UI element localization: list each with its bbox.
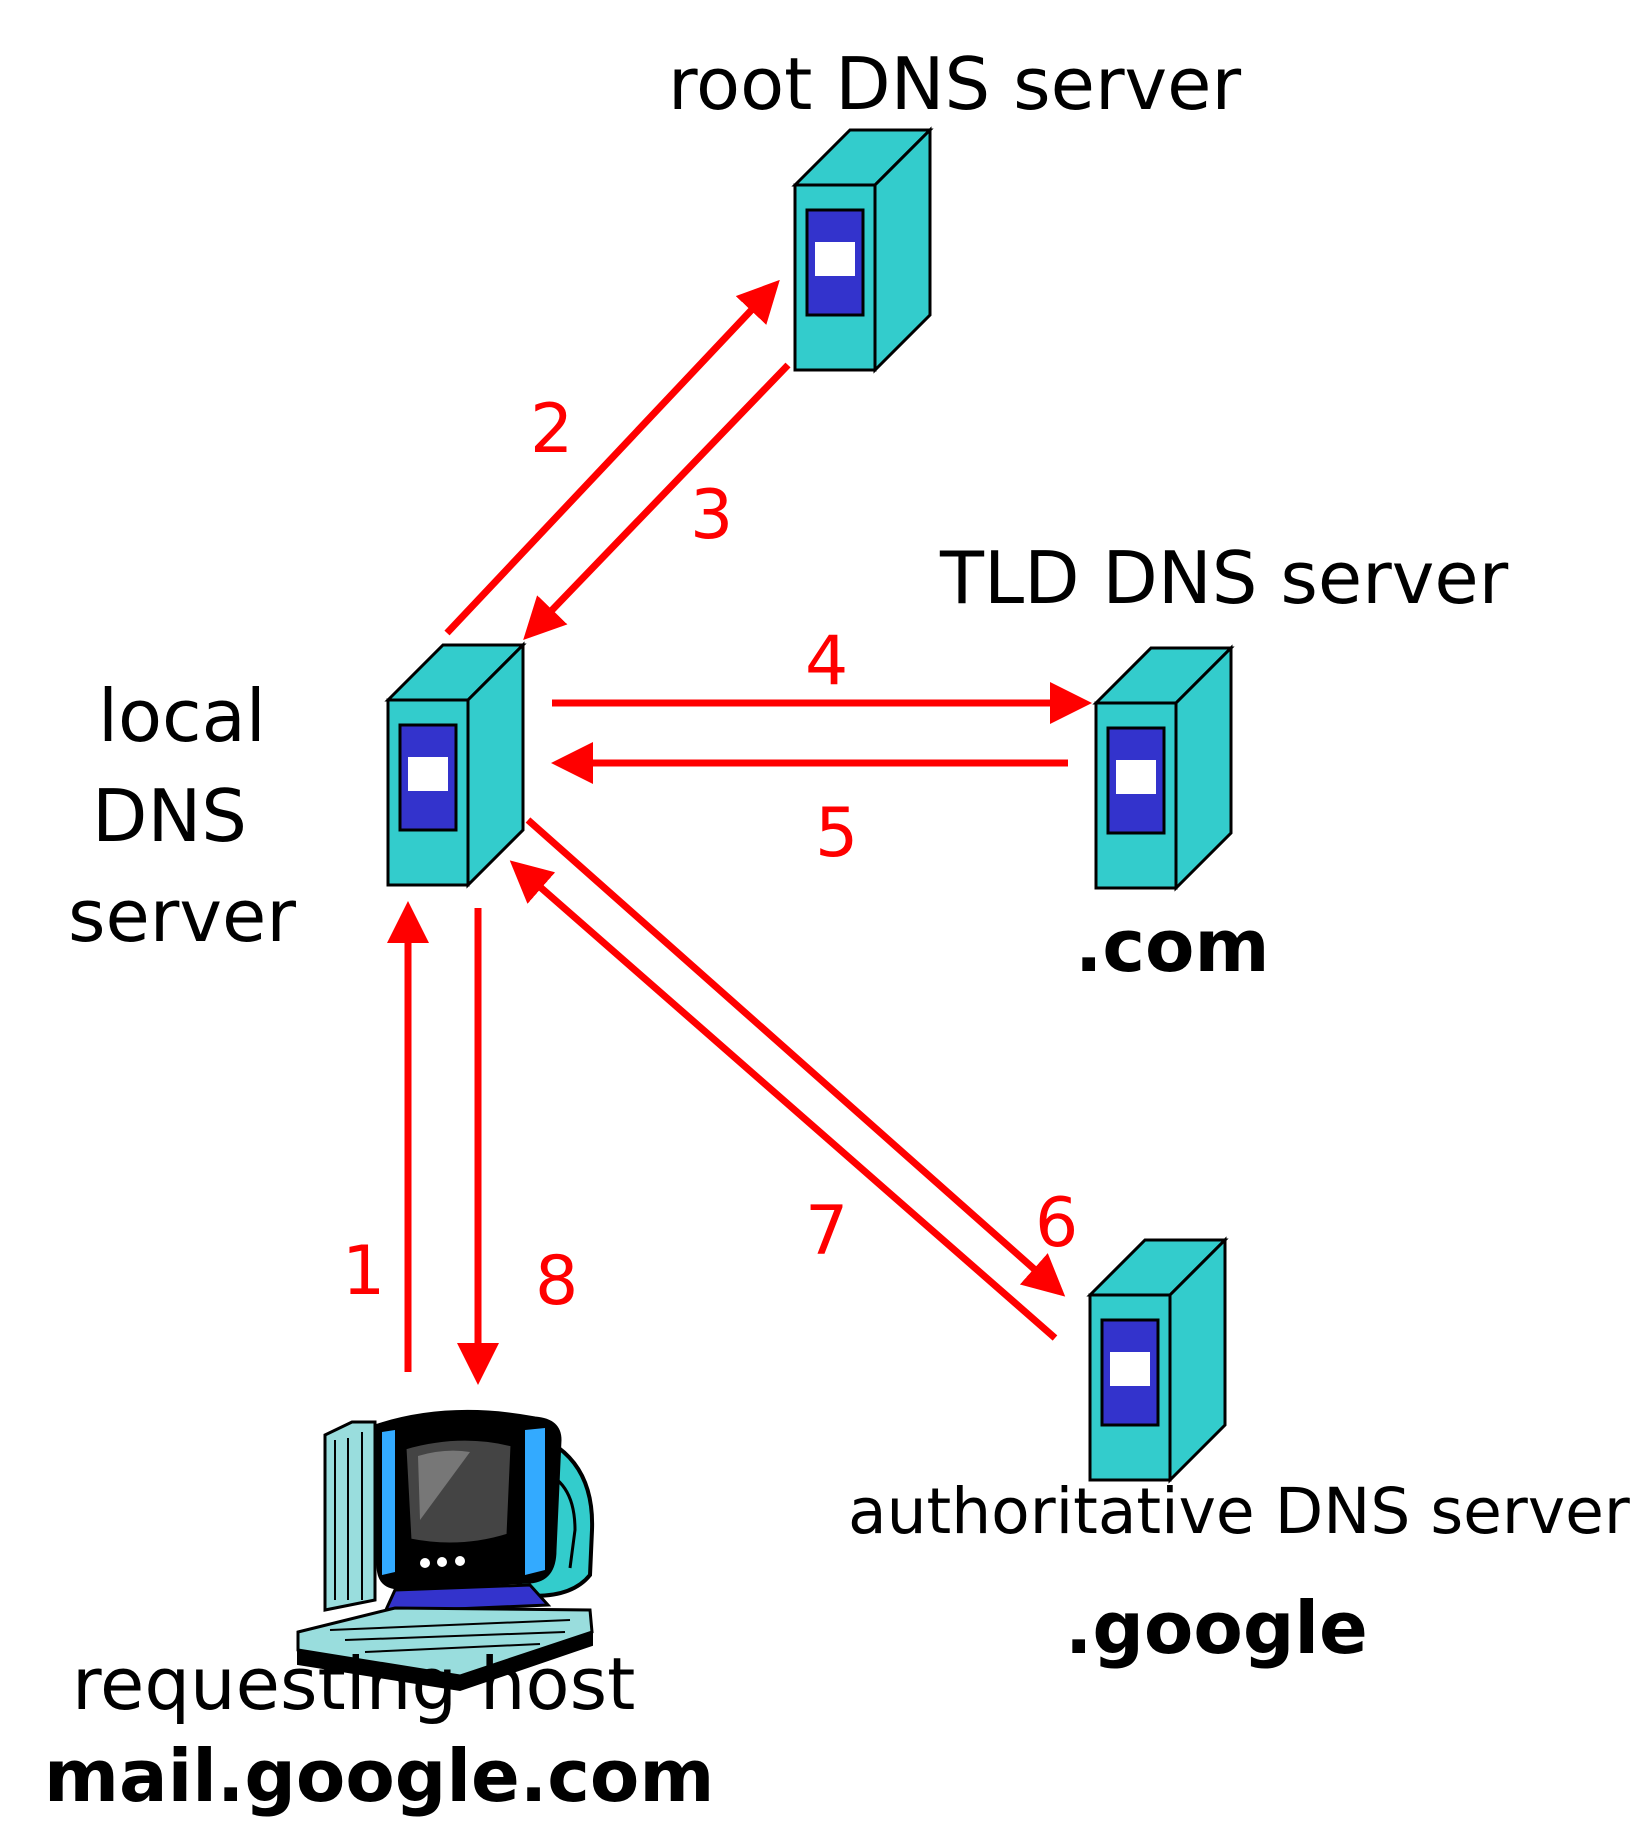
step-label-8: 8 xyxy=(535,1242,579,1321)
arrow-step-7 xyxy=(509,860,1058,1341)
root-server-label: root DNS server xyxy=(668,42,1242,126)
requesting-host-label: requesting host xyxy=(72,1642,636,1726)
tld-server-icon xyxy=(1094,646,1233,890)
local-server-label-line-2: DNS xyxy=(92,774,248,858)
arrow-step-6 xyxy=(525,817,1066,1297)
authoritative-domain-label: .google xyxy=(1065,1586,1368,1670)
step-label-2: 2 xyxy=(530,390,574,469)
step-label-5: 5 xyxy=(815,794,859,873)
desktop-computer-icon xyxy=(296,1409,595,1692)
step-label-7: 7 xyxy=(805,1192,849,1271)
step-label-4: 4 xyxy=(805,622,849,701)
step-label-3: 3 xyxy=(690,476,734,555)
local-server-label-line-3: server xyxy=(68,874,296,958)
requesting-host-hostname: mail.google.com xyxy=(44,1734,715,1818)
arrow-step-3 xyxy=(523,362,791,641)
tld-domain-label: .com xyxy=(1075,904,1270,988)
authoritative-server-label: authoritative DNS server xyxy=(848,1475,1630,1548)
authoritative-server-icon xyxy=(1088,1238,1227,1482)
root-server-icon xyxy=(793,128,932,372)
step-label-6: 6 xyxy=(1035,1184,1079,1263)
tld-server-label: TLD DNS server xyxy=(940,536,1509,620)
local-server-icon xyxy=(386,643,525,887)
local-server-label-line-1: local xyxy=(98,674,266,758)
arrow-step-2 xyxy=(444,279,780,636)
step-label-1: 1 xyxy=(342,1232,386,1311)
